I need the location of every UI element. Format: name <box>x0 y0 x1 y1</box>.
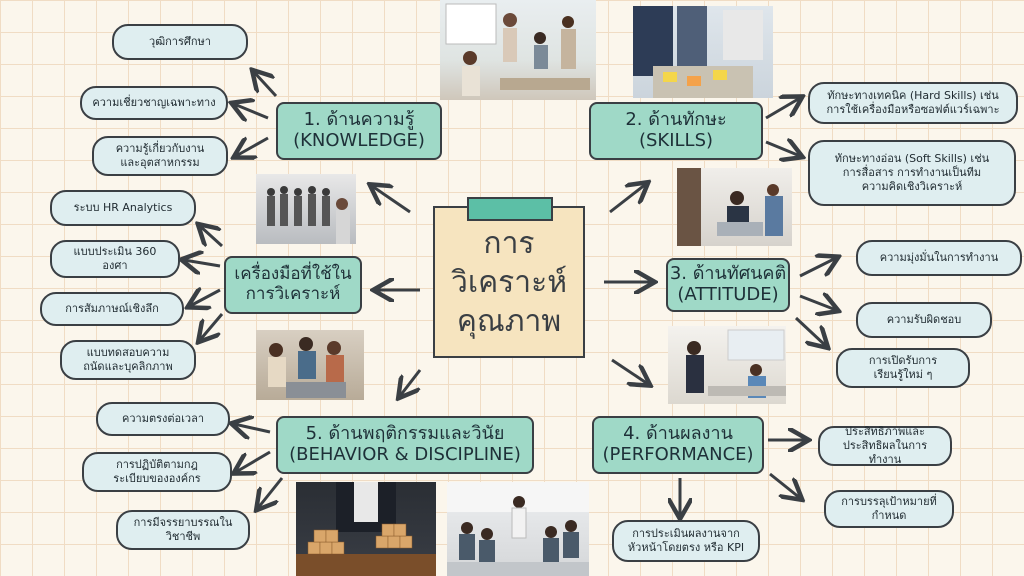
tools-item: แบบทดสอบความ ถนัดและบุคลิกภาพ <box>60 340 196 380</box>
topic-skills[interactable]: 2. ด้านทักษะ (SKILLS) <box>589 102 763 160</box>
skills-item: ทักษะทางเทคนิค (Hard Skills) เช่น การใช้… <box>808 82 1018 124</box>
tools-item: แบบประเมิน 360 องศา <box>50 240 180 278</box>
center-card: การ วิเคราะห์ คุณภาพ <box>433 206 585 358</box>
attitude-item: ความรับผิดชอบ <box>856 302 992 338</box>
meeting-room-photo <box>668 326 786 404</box>
office-discussion-photo <box>677 168 792 246</box>
tools-item: ระบบ HR Analytics <box>50 190 196 226</box>
performance-item: การบรรลุเป้าหมายที่ กำหนด <box>824 490 954 528</box>
topic-attitude[interactable]: 3. ด้านทัศนคติ (ATTITUDE) <box>666 258 790 312</box>
topic-tools[interactable]: เครื่องมือที่ใช้ใน การวิเคราะห์ <box>224 256 362 314</box>
topic-behavior-label: 5. ด้านพฤติกรรมและวินัย (BEHAVIOR & DISC… <box>289 423 521 465</box>
knowledge-item: ความรู้เกี่ยวกับงาน และอุตสาหกรรม <box>92 136 228 176</box>
skills-item: ทักษะทางอ่อน (Soft Skills) เช่น การสื่อส… <box>808 140 1016 206</box>
behavior-item: การมีจรรยาบรรณใน วิชาชีพ <box>116 510 250 550</box>
topic-performance[interactable]: 4. ด้านผลงาน (PERFORMANCE) <box>592 416 764 474</box>
attitude-item: ความมุ่งมั่นในการทำงาน <box>856 240 1022 276</box>
clipboard-clip <box>467 197 553 221</box>
group-laptop-photo <box>256 330 364 400</box>
wooden-blocks-photo <box>296 482 436 576</box>
center-title: การ วิเคราะห์ คุณภาพ <box>450 225 567 339</box>
topic-skills-label: 2. ด้านทักษะ (SKILLS) <box>625 109 727 151</box>
topic-tools-label: เครื่องมือที่ใช้ใน การวิเคราะห์ <box>234 264 352 304</box>
topic-attitude-label: 3. ด้านทัศนคติ (ATTITUDE) <box>669 263 787 305</box>
topic-behavior[interactable]: 5. ด้านพฤติกรรมและวินัย (BEHAVIOR & DISC… <box>276 416 534 474</box>
knowledge-item: ความเชี่ยวชาญเฉพาะทาง <box>80 86 228 120</box>
behavior-item: ความตรงต่อเวลา <box>96 402 230 436</box>
performance-item: การประเมินผลงานจาก หัวหน้าโดยตรง หรือ KP… <box>612 520 760 562</box>
team-meeting-photo <box>440 0 596 100</box>
performance-item: ประสิทธิภาพและ ประสิทธิผลในการทำงาน <box>818 425 952 466</box>
topic-performance-label: 4. ด้านผลงาน (PERFORMANCE) <box>602 423 754 465</box>
classroom-presentation-photo <box>447 482 589 576</box>
tools-item: การสัมภาษณ์เชิงลึก <box>40 292 184 326</box>
behavior-item: การปฏิบัติตามกฎ ระเบียบขององค์กร <box>82 452 232 492</box>
desk-notes-photo <box>633 6 773 98</box>
attitude-item: การเปิดรับการ เรียนรู้ใหม่ ๆ <box>836 348 970 388</box>
topic-knowledge[interactable]: 1. ด้านความรู้ (KNOWLEDGE) <box>276 102 442 160</box>
topic-knowledge-label: 1. ด้านความรู้ (KNOWLEDGE) <box>293 109 425 151</box>
business-people-photo <box>256 174 356 244</box>
knowledge-item: วุฒิการศึกษา <box>112 24 248 60</box>
